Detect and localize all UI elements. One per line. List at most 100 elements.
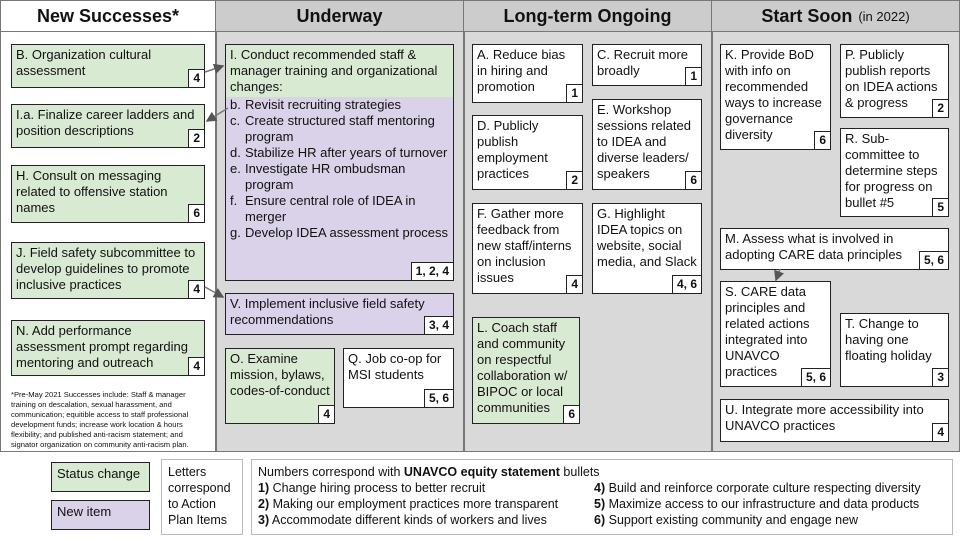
legend-numbers-panel: Numbers correspond with UNAVCO equity st… (251, 459, 953, 535)
card-e-text: E. Workshop sessions related to IDEA and… (597, 102, 691, 181)
card-b: B. Organization cultural assessment 4 (11, 44, 205, 88)
card-i-head: I. Conduct recommended staff & manager t… (226, 45, 453, 97)
card-o-text: O. Examine mission, bylaws, codes-of-con… (230, 351, 330, 398)
card-t-num: 3 (932, 368, 948, 386)
card-l-text: L. Coach staff and community on respectf… (477, 320, 568, 415)
legend-letters-note: Letters correspond to Action Plan Items (161, 459, 243, 535)
card-k: K. Provide BoD with info on recommended … (720, 44, 831, 150)
list-item-text: Develop IDEA assessment process (245, 225, 449, 240)
card-n: N. Add performance assessment prompt reg… (11, 320, 205, 376)
card-c: C. Recruit more broadly 1 (592, 44, 702, 86)
header-long-term: Long-term Ongoing (464, 0, 712, 32)
list-item: g. Develop IDEA assessment process (230, 225, 449, 241)
card-b-text: B. Organization cultural assessment (16, 47, 152, 78)
header-new-successes: New Successes* (0, 0, 216, 32)
card-c-text: C. Recruit more broadly (597, 47, 689, 78)
card-j-text: J. Field safety subcommittee to develop … (16, 245, 196, 292)
card-f-text: F. Gather more feedback from new staff/i… (477, 206, 572, 285)
footnote: *Pre-May 2021 Successes include: Staff &… (11, 390, 189, 449)
legend-bullet-text: Support existing community and engage ne… (608, 513, 859, 527)
card-l-num: 6 (563, 405, 579, 423)
card-s-num: 5, 6 (800, 368, 830, 386)
card-s: S. CARE data principles and related acti… (720, 281, 831, 387)
legend-bullet: 5) Maximize access to our infrastructure… (594, 496, 946, 512)
card-g: G. Highlight IDEA topics on website, soc… (592, 203, 702, 294)
legend-bullet-text: Change hiring process to better recruit (272, 481, 486, 495)
card-m-num: 5, 6 (918, 251, 948, 269)
card-q-text: Q. Job co-op for MSI students (348, 351, 442, 382)
list-item-text: Investigate HR ombudsman program (245, 161, 406, 192)
card-o-num: 4 (318, 405, 334, 423)
card-p-text: P. Publicly publish reports on IDEA acti… (845, 47, 938, 110)
card-l: L. Coach staff and community on respectf… (472, 317, 580, 424)
header-new-successes-label: New Successes* (36, 5, 180, 26)
card-i: I. Conduct recommended staff & manager t… (225, 44, 454, 281)
legend-status-change: Status change (51, 462, 150, 492)
card-d: D. Publicly publish employment practices… (472, 115, 583, 190)
list-item-text: Stabilize HR after years of turnover (245, 145, 448, 160)
legend-bullet-text: Accommodate different kinds of workers a… (271, 513, 547, 527)
card-h-num: 6 (188, 204, 204, 222)
legend-bullet-text: Build and reinforce corporate culture re… (608, 481, 921, 495)
legend-bullet: 2) Making our employment practices more … (258, 496, 594, 512)
card-o: O. Examine mission, bylaws, codes-of-con… (225, 348, 335, 424)
card-q: Q. Job co-op for MSI students 5, 6 (343, 348, 454, 408)
card-a: A. Reduce bias in hiring and promotion 1 (472, 44, 583, 103)
card-t: T. Change to having one floating holiday… (840, 313, 949, 387)
list-item: c.Create structured staff mentoring prog… (230, 113, 449, 145)
list-item: f.Ensure central role of IDEA in merger (230, 193, 449, 225)
card-k-text: K. Provide BoD with info on recommended … (725, 47, 822, 142)
legend-bullet-text: Maximize access to our infrastructure an… (608, 497, 920, 511)
card-u: U. Integrate more accessibility into UNA… (720, 399, 949, 442)
card-e-num: 6 (685, 171, 701, 189)
list-item: d.Stabilize HR after years of turnover (230, 145, 449, 161)
legend-new-item-label: New item (57, 504, 112, 519)
legend-bullet: 3) Accommodate different kinds of worker… (258, 512, 594, 528)
list-item-letter: g. (230, 225, 241, 240)
header-start-soon: Start Soon (in 2022) (712, 0, 960, 32)
legend-bullet-number: 2) (258, 497, 270, 511)
legend-numbers-intro: Numbers correspond with (258, 465, 404, 479)
header-underway-label: Underway (296, 5, 383, 26)
header-underway: Underway (216, 0, 464, 32)
card-h-text: H. Consult on messaging related to offen… (16, 168, 168, 215)
legend-new-item: New item (51, 500, 150, 530)
legend-bullet-number: 3) (258, 513, 270, 527)
card-a-text: A. Reduce bias in hiring and promotion (477, 47, 566, 94)
list-item-text: Revisit recruiting strategies (245, 97, 402, 112)
card-h: H. Consult on messaging related to offen… (11, 165, 205, 223)
list-item-text: Ensure central role of IDEA in merger (245, 193, 416, 224)
card-ia: I.a. Finalize career ladders and positio… (11, 104, 205, 148)
list-item-text: Create structured staff mentoring progra… (245, 113, 435, 144)
header-start-soon-note: (in 2022) (858, 8, 910, 24)
card-n-num: 4 (188, 357, 204, 375)
card-f-num: 4 (566, 275, 582, 293)
header-start-soon-label: Start Soon (761, 5, 853, 26)
card-g-text: G. Highlight IDEA topics on website, soc… (597, 206, 697, 269)
card-s-text: S. CARE data principles and related acti… (725, 284, 810, 379)
legend-bullet-text: Making our employment practices more tra… (272, 497, 559, 511)
card-g-num: 4, 6 (671, 275, 701, 293)
legend-bullets: 1) Change hiring process to better recru… (258, 480, 946, 528)
card-m-text: M. Assess what is involved in adopting C… (725, 231, 903, 262)
list-item-letter: e. (230, 161, 241, 176)
card-j: J. Field safety subcommittee to develop … (11, 242, 205, 299)
card-p-num: 2 (932, 99, 948, 117)
card-ia-num: 2 (188, 129, 204, 147)
legend-bullet-number: 5) (594, 497, 606, 511)
card-r-text: R. Sub-committee to determine steps for … (845, 131, 938, 210)
card-e: E. Workshop sessions related to IDEA and… (592, 99, 702, 190)
card-n-text: N. Add performance assessment prompt reg… (16, 323, 188, 370)
card-u-text: U. Integrate more accessibility into UNA… (725, 402, 924, 433)
legend-bullet: 6) Support existing community and engage… (594, 512, 946, 528)
card-v-text: V. Implement inclusive field safety reco… (230, 296, 425, 327)
card-v: V. Implement inclusive field safety reco… (225, 293, 454, 335)
card-m: M. Assess what is involved in adopting C… (720, 228, 949, 270)
card-r-num: 5 (932, 198, 948, 216)
card-i-num: 1, 2, 4 (410, 262, 453, 280)
card-t-text: T. Change to having one floating holiday (845, 316, 932, 363)
card-b-num: 4 (188, 69, 204, 87)
header-long-term-label: Long-term Ongoing (503, 5, 672, 26)
card-d-num: 2 (566, 171, 582, 189)
card-v-num: 3, 4 (423, 316, 453, 334)
